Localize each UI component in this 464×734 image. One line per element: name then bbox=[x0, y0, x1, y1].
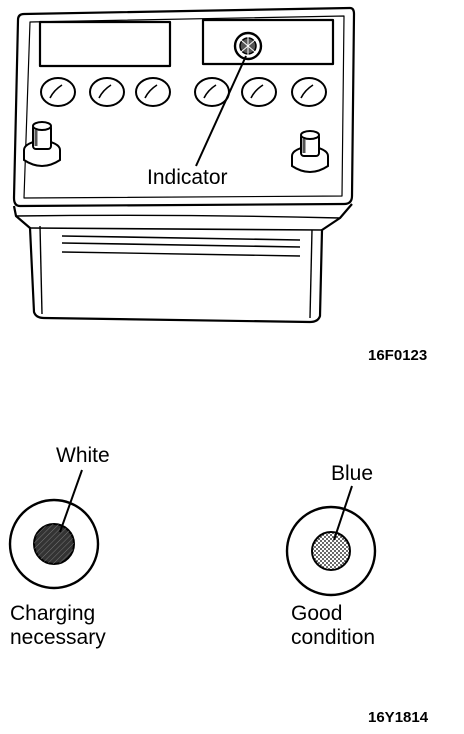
necessary-label: necessary bbox=[10, 626, 106, 649]
case-shoulder bbox=[15, 214, 341, 219]
white-leader-line bbox=[59, 469, 83, 533]
vent-cap-icon bbox=[194, 77, 230, 107]
battery bbox=[12, 6, 356, 324]
battery-top-rim bbox=[23, 15, 345, 199]
battery-top-cover bbox=[12, 6, 356, 208]
terminal-left-icon bbox=[23, 121, 61, 167]
terminal-right-icon bbox=[291, 130, 329, 173]
label-panel-right bbox=[201, 18, 335, 66]
label-panel-left bbox=[38, 20, 172, 68]
vent-cap-icon bbox=[135, 77, 171, 107]
vent-cap-icon bbox=[291, 77, 327, 107]
vent-caps bbox=[40, 77, 327, 107]
battery-case-front bbox=[29, 227, 323, 231]
battery-case-corner-right bbox=[309, 229, 313, 319]
indicator-white-icon bbox=[8, 498, 100, 590]
charging-label: Charging bbox=[10, 602, 96, 625]
blue-leader-line bbox=[333, 485, 353, 541]
vent-cap-icon bbox=[89, 77, 125, 107]
battery-indicator-eye-icon bbox=[233, 31, 263, 61]
vent-cap-icon bbox=[241, 77, 277, 107]
indicator-label: Indicator bbox=[147, 166, 228, 189]
indicator-blue-icon bbox=[285, 505, 377, 597]
battery-case bbox=[12, 203, 353, 324]
blue-label: Blue bbox=[331, 462, 374, 485]
good-label: Good bbox=[291, 602, 343, 625]
figure-code-battery: 16F0123 bbox=[368, 347, 428, 364]
case-rib-2 bbox=[61, 242, 301, 248]
figure-code-indicator: 16Y1814 bbox=[368, 709, 429, 726]
case-rib-3 bbox=[61, 251, 301, 257]
condition-label: condition bbox=[291, 626, 376, 649]
white-label: White bbox=[56, 444, 110, 467]
battery-case-corner-left bbox=[39, 225, 43, 315]
case-rib-1 bbox=[61, 235, 301, 241]
indicator-leader-line bbox=[195, 55, 247, 167]
vent-cap-icon bbox=[40, 77, 76, 107]
